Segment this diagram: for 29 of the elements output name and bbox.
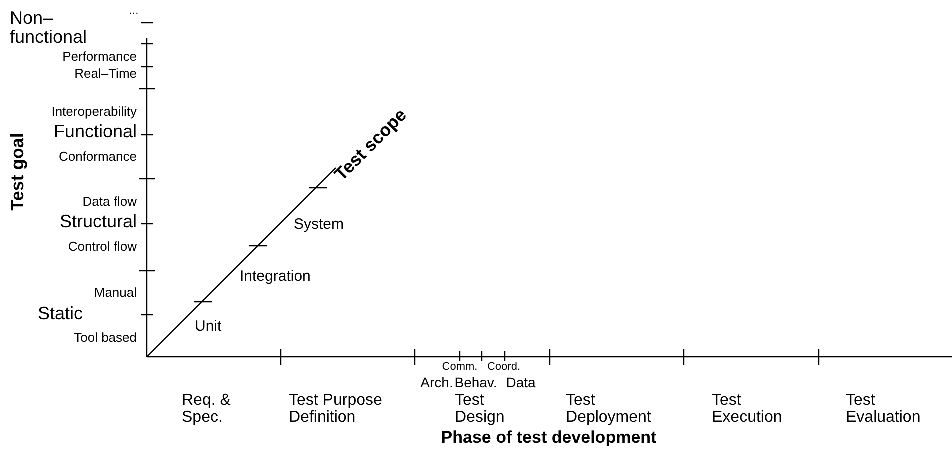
- axis-title: Phase of test development: [441, 429, 657, 447]
- tick-label: Test Design: [455, 393, 506, 427]
- tick-label: Unit: [195, 319, 222, 335]
- tick-label: Integration: [240, 269, 311, 285]
- tick-label: System: [294, 217, 344, 233]
- axis-title: Test goal: [8, 133, 28, 211]
- tick-label: Interoperability: [52, 105, 137, 119]
- tick-label: Arch.: [420, 376, 454, 390]
- tick-label: Real–Time: [74, 67, 137, 81]
- tick-label: Conformance: [58, 150, 137, 164]
- tick-label: Test Deployment: [566, 393, 652, 427]
- tick-label: Comm.: [442, 362, 478, 374]
- axis-category-label: Static: [38, 304, 84, 324]
- tick-label: …: [129, 6, 139, 18]
- tick-label: Behav.: [454, 376, 498, 390]
- tick-label: Test Execution: [712, 393, 784, 427]
- tick-label: Manual: [94, 286, 137, 300]
- tick-label: Req. & Spec.: [182, 393, 232, 427]
- axis-category-label: Functional: [54, 122, 137, 142]
- tick-label: Data flow: [82, 195, 137, 209]
- axis-category-label: Structural: [60, 212, 137, 232]
- tick-label: Data: [506, 376, 536, 390]
- tick-label: Control flow: [68, 240, 137, 254]
- tick-label: Test Purpose Definition: [289, 393, 384, 427]
- axis-category-label: Non– functional: [10, 9, 88, 47]
- tick-label: Test Evaluation: [846, 393, 922, 427]
- tick-label: Coord.: [487, 362, 521, 374]
- tick-label: Performance: [62, 50, 137, 64]
- tick-label: Tool based: [74, 331, 137, 345]
